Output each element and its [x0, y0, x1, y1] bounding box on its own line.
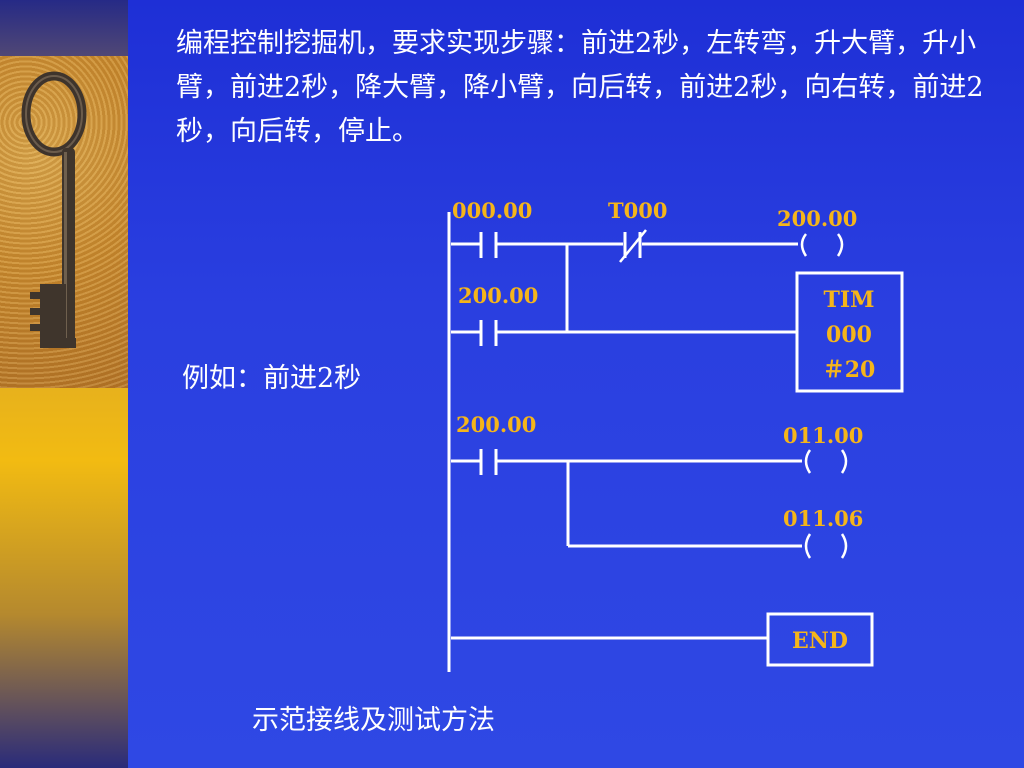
- end-label: END: [792, 628, 848, 654]
- key-icon: [21, 71, 87, 348]
- rung3-no-contact: [479, 449, 498, 475]
- rung2-contact-label: 200.00: [458, 283, 538, 308]
- rung1-nc-contact: [619, 229, 647, 263]
- rung1-no-contact: [479, 232, 498, 258]
- example-label: 例如：前进2秒: [182, 363, 362, 394]
- rung3-contact-label: 200.00: [456, 412, 536, 437]
- rung1-output-coil: [800, 233, 844, 257]
- rung1-coil-label: 200.00: [777, 206, 857, 231]
- rung1-nc-contact-label: T000: [608, 198, 667, 223]
- timer-number: 000: [826, 322, 872, 348]
- rung2-no-contact: [479, 320, 498, 346]
- rung3-output-coil-a: [804, 449, 848, 474]
- rung3-coil-a-label: 011.00: [783, 423, 863, 448]
- demo-caption: 示范接线及测试方法: [252, 705, 495, 736]
- end-box: [766, 612, 874, 667]
- rung3-output-coil-b: [804, 533, 848, 559]
- rung3-coil-b-label: 011.06: [783, 506, 863, 531]
- sidebar-decoration: [0, 0, 128, 768]
- timer-type: TIM: [823, 287, 874, 313]
- old-key-photo: [0, 56, 128, 388]
- rung1-contact-label: 000.00: [452, 198, 532, 223]
- timer-setting: ＃20: [823, 357, 876, 383]
- intro-text: 编程控制挖掘机，要求实现步骤：前进2秒，左转弯，升大臂，升小臂，前进2秒，降大臂…: [176, 28, 984, 147]
- timer-box: [795, 271, 904, 393]
